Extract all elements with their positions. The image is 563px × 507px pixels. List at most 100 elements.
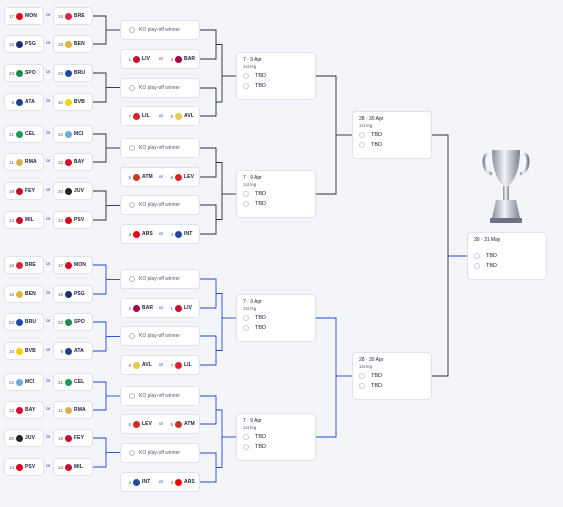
crest-cel-icon xyxy=(65,378,72,386)
ko-playoff-winner-slot[interactable]: KO play-off winner xyxy=(120,386,200,406)
team-code: MON xyxy=(25,13,37,19)
team-seed: 8 xyxy=(128,362,131,368)
ko-playoff-winner-slot[interactable]: KO play-off winner xyxy=(120,20,200,40)
connector-line xyxy=(200,147,217,178)
qf-match-1[interactable]: 7 · 9 Apr 1st leg TBD TBD xyxy=(236,52,316,100)
final-match[interactable]: 30 · 31 May TBD TBD xyxy=(467,232,547,280)
qf-match-2[interactable]: 7 · 9 Apr 1st leg TBD TBD xyxy=(236,170,316,218)
team-code: CEL xyxy=(74,379,85,385)
connector-line xyxy=(93,133,107,163)
qf-team-row: TBD xyxy=(243,315,309,321)
qf-match-3[interactable]: 7 · 9 Apr 1st leg TBD TBD xyxy=(236,294,316,342)
placeholder-crest-icon xyxy=(243,191,249,197)
placeholder-crest-icon xyxy=(474,263,480,269)
ko-playoff-winner-slot[interactable]: KO play-off winner xyxy=(120,269,200,289)
or-separator: or xyxy=(46,291,51,296)
ko-playoff-winner-slot[interactable]: KO play-off winner xyxy=(120,326,200,346)
connector-line xyxy=(200,278,217,309)
crest-cel-icon xyxy=(16,130,23,138)
ko-playoff-winner-slot[interactable]: KO play-off winner xyxy=(120,443,200,463)
team-code: SPO xyxy=(25,70,36,76)
or-separator: or xyxy=(158,479,164,485)
tbd-label: TBD xyxy=(255,444,266,450)
qf-date: 7 · 9 Apr xyxy=(243,418,262,424)
team-seed: 11 xyxy=(58,407,63,413)
sf-match-1[interactable]: 28 · 30 Apr 1st leg TBD TBD xyxy=(352,111,432,159)
or-separator: or xyxy=(46,217,51,222)
placeholder-crest-icon xyxy=(129,202,135,208)
crest-int-icon xyxy=(133,478,140,486)
ko-playoff-winner-slot[interactable]: KO play-off winner xyxy=(120,138,200,158)
team-code: BAY xyxy=(25,407,36,413)
crest-ata-icon xyxy=(65,347,72,355)
team-seed: 1 xyxy=(170,305,173,311)
or-separator: or xyxy=(46,99,51,104)
qf-match-4[interactable]: 7 · 9 Apr 1st leg TBD TBD xyxy=(236,413,316,461)
ko-playoff-winner-slot[interactable]: KO play-off winner xyxy=(120,195,200,215)
ko-playoff-winner-slot[interactable]: KO play-off winner xyxy=(120,78,200,98)
placeholder-crest-icon xyxy=(129,145,135,151)
crest-bru-icon xyxy=(16,318,23,326)
team-seed: 12 xyxy=(57,159,63,165)
connector-line xyxy=(200,335,217,366)
sf-match-2[interactable]: 28 · 30 Apr 1st leg TBD TBD xyxy=(352,352,432,400)
tbd-label: TBD xyxy=(371,373,382,379)
